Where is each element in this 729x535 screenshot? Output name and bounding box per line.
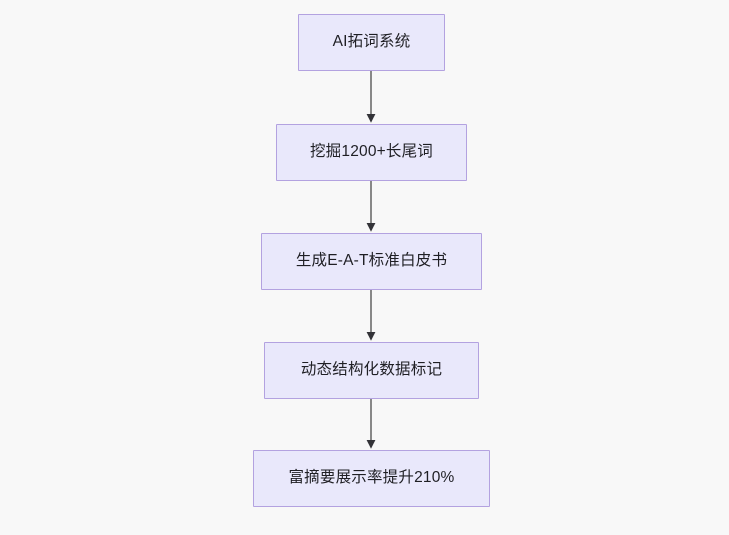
node-label: AI拓词系统 bbox=[332, 33, 411, 51]
flowchart-node-rich-snippet-impression-lift[interactable]: 富摘要展示率提升210% bbox=[253, 450, 490, 507]
flowchart-node-ai-keyword-system[interactable]: AI拓词系统 bbox=[298, 14, 445, 71]
flowchart-node-mine-longtail-keywords[interactable]: 挖掘1200+长尾词 bbox=[276, 124, 467, 181]
node-label: 挖掘1200+长尾词 bbox=[309, 143, 434, 161]
node-label: 动态结构化数据标记 bbox=[300, 361, 443, 379]
node-label: 生成E-A-T标准白皮书 bbox=[295, 252, 448, 270]
flowchart-node-generate-eat-whitepaper[interactable]: 生成E-A-T标准白皮书 bbox=[261, 233, 482, 290]
flowchart-node-dynamic-structured-data-markup[interactable]: 动态结构化数据标记 bbox=[264, 342, 479, 399]
node-label: 富摘要展示率提升210% bbox=[288, 469, 455, 487]
